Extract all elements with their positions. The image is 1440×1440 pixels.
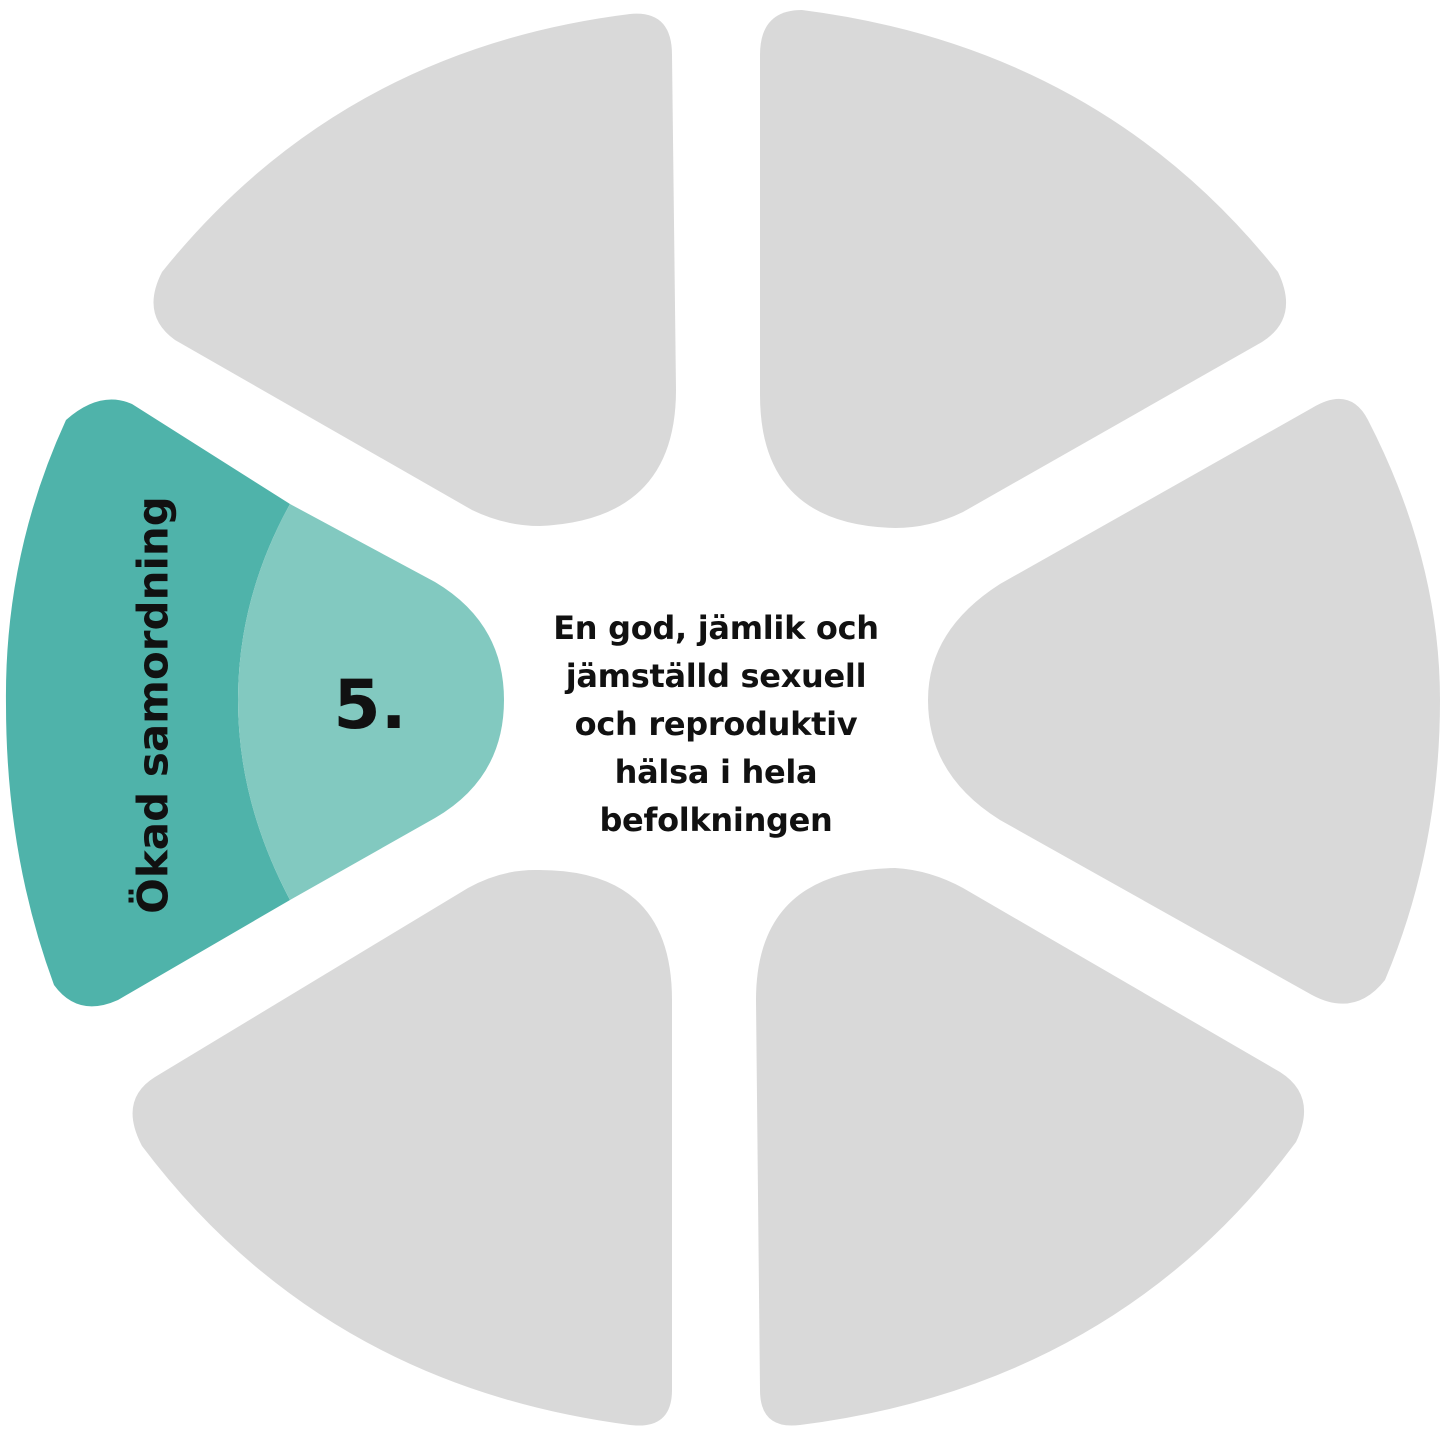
segment-number: 5.	[333, 666, 406, 745]
segment-bottom-right[interactable]	[756, 868, 1305, 1426]
segment-top-left[interactable]	[153, 13, 676, 527]
segment-top-right[interactable]	[760, 10, 1287, 528]
segment-label-okad-samordning: Ökad samordning	[128, 496, 178, 914]
segment-left-outer-band[interactable]	[5, 399, 290, 1007]
center-goal-text: En god, jämlik och jämställd sexuell och…	[553, 609, 879, 839]
segment-bottom-left[interactable]	[132, 869, 672, 1426]
segment-right[interactable]	[928, 398, 1440, 1004]
segment-left-inner-band[interactable]	[238, 504, 504, 900]
